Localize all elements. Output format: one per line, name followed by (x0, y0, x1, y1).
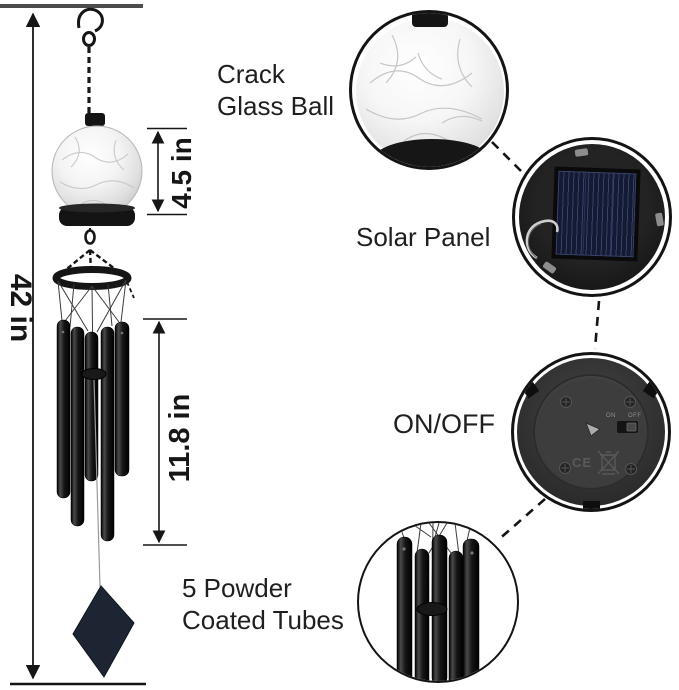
lower-hook-icon (84, 229, 96, 245)
device-details (522, 381, 660, 509)
ball-base-zoom (373, 139, 491, 167)
chain-dangle (126, 281, 135, 299)
crack-glass-ball-closeup (349, 10, 509, 170)
top-ring (52, 266, 132, 290)
on-off-label: ON/OFF (393, 409, 495, 439)
tube-zoom (414, 548, 430, 681)
hook-eyelet (82, 31, 96, 47)
tube-length-dimension: 11.8 in (164, 393, 196, 483)
wind-chime-tubes (56, 319, 130, 542)
ball-cap-zoom (412, 13, 448, 27)
solar-wire (525, 219, 559, 260)
ce-mark: CE (572, 455, 593, 470)
tube-zoom (448, 550, 464, 681)
suspension-strings (57, 279, 127, 369)
chain (62, 249, 91, 273)
hanging-clip (585, 422, 601, 437)
wind-sail (72, 585, 135, 678)
glass-ball-height-dimension: 4.5 in (166, 137, 197, 209)
tube-zoom (396, 536, 413, 681)
tube-hole (61, 330, 65, 334)
powder-tubes-label-line2: Coated Tubes (182, 605, 344, 635)
striker-zoom (416, 602, 448, 616)
dashed-connectors (491, 141, 601, 542)
switch-off-label: OFF (628, 413, 642, 419)
tube-hole (120, 331, 124, 335)
solar-panel-label: Solar Panel (356, 222, 491, 252)
tube-zoom (462, 538, 480, 681)
tube-1 (56, 319, 71, 499)
tube-5 (114, 321, 130, 477)
screw-icon (559, 396, 637, 475)
ball-cap (85, 113, 105, 126)
tube-4 (100, 326, 115, 542)
crackle-texture (59, 136, 135, 208)
crackle-glass-ball (51, 125, 143, 217)
tube-hole-zoom (470, 551, 474, 555)
striker (81, 368, 107, 380)
crack-glass-ball-label-line2: Glass Ball (217, 91, 335, 121)
crack-glass-ball-label: Crack Glass Ball (217, 58, 334, 122)
chain (89, 249, 120, 273)
powder-tubes-label-line1: 5 Powder (182, 573, 292, 603)
ball-base-top (59, 203, 135, 213)
crackle-texture-zoom (365, 34, 483, 144)
overall-height-dimension: 42 in (4, 273, 37, 343)
crossed-out-bin-icon (597, 450, 620, 475)
on-off-switch-closeup: ON OFF CE (511, 352, 671, 512)
solar-panel-closeup (512, 137, 672, 297)
tube-2 (70, 326, 85, 527)
hanging-hook-icon (77, 7, 104, 33)
switch-on-label: ON (606, 413, 616, 419)
sail-string (93, 379, 101, 588)
powder-coated-tubes-closeup (357, 521, 519, 683)
tube-hole-zoom (402, 547, 406, 551)
powder-tubes-label: 5 Powder Coated Tubes (182, 572, 344, 636)
toggle-switch-icon (617, 421, 638, 433)
crack-glass-ball-label-line1: Crack (217, 59, 285, 89)
tubes-zoom-drawing (396, 523, 480, 681)
